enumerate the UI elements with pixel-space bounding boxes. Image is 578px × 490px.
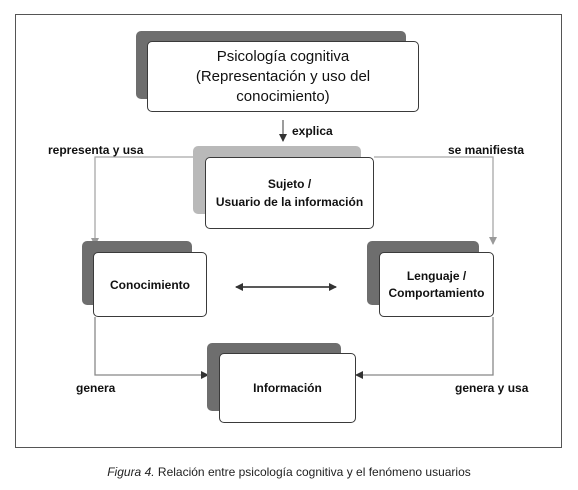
- conocimiento-label: Conocimiento: [110, 277, 190, 292]
- lenguaje-comportamiento-box: Lenguaje / Comportamiento: [379, 252, 494, 317]
- informacion-box: Información: [219, 353, 356, 423]
- edge-label-manifiesta: se manifiesta: [448, 143, 525, 157]
- edge-label-genera: genera: [76, 381, 116, 395]
- edge-label-genera-usa: genera y usa: [455, 381, 529, 395]
- psicologia-line2: (Representación y uso del: [195, 67, 371, 85]
- psicologia-line3: conocimiento): [236, 87, 330, 105]
- conocimiento-box: Conocimiento: [93, 252, 207, 317]
- edge-representa-line: [91, 156, 193, 246]
- edge-manifiesta-line: [374, 156, 497, 245]
- lenguaje-line1: Lenguaje /: [406, 268, 467, 283]
- edge-label-explica: explica: [292, 124, 333, 138]
- lenguaje-line2: Comportamiento: [388, 285, 485, 300]
- sujeto-line2: Usuario de la información: [215, 195, 364, 209]
- edge-genera-usa-line: [355, 317, 494, 379]
- edge-label-representa: representa y usa: [48, 143, 144, 157]
- sujeto-line1: Sujeto /: [267, 177, 312, 191]
- psicologia-line1: Psicología cognitiva: [216, 47, 350, 65]
- figure-caption: Figura 4. Relación entre psicología cogn…: [0, 465, 578, 479]
- psicologia-cognitiva-box: Psicología cognitiva (Representación y u…: [147, 41, 419, 112]
- figure-label: Figura 4.: [107, 465, 155, 479]
- edge-genera-line: [94, 317, 209, 379]
- caption-text: Relación entre psicología cognitiva y el…: [154, 465, 471, 479]
- informacion-label: Información: [253, 381, 322, 395]
- sujeto-usuario-box: Sujeto / Usuario de la información: [205, 157, 374, 229]
